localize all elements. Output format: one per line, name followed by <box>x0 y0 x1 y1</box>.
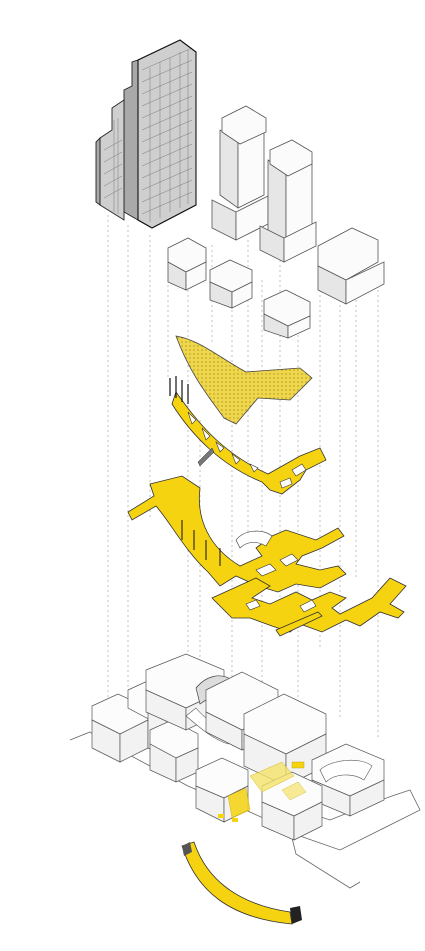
white-tower-middle <box>259 139 317 263</box>
mid-level-plan <box>127 475 347 593</box>
dark-tower <box>95 39 197 229</box>
white-block-right <box>317 227 385 305</box>
ground-curved-path <box>181 841 302 925</box>
upper-walkway <box>169 376 327 495</box>
base-building-cluster <box>91 653 385 841</box>
lower-level-plan <box>211 577 407 637</box>
canopy-surface <box>175 335 313 425</box>
small-white-blocks <box>167 237 311 339</box>
white-tower-left <box>211 105 269 241</box>
